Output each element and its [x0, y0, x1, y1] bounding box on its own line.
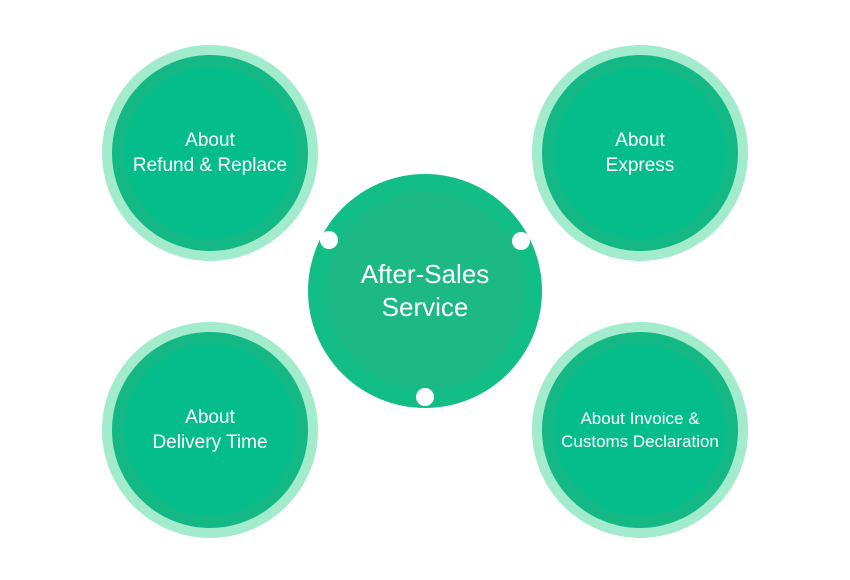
topic-express: About Express [532, 45, 748, 261]
topic-express-label: About Express [605, 130, 675, 176]
hub-after-sales: After-Sales Service [308, 174, 542, 408]
topic-express-core: About Express [554, 67, 726, 239]
connector-dot-bottom [416, 388, 434, 406]
topic-invoice-core: About Invoice & Customs Declaration [554, 344, 726, 516]
topic-delivery-core: About Delivery Time [124, 344, 296, 516]
topic-express-ring: About Express [542, 55, 738, 251]
connector-dot-right [512, 232, 530, 250]
topic-invoice-label: About Invoice & Customs Declaration [561, 409, 719, 451]
topic-delivery-label: About Delivery Time [152, 407, 268, 453]
topic-refund-core: About Refund & Replace [124, 67, 296, 239]
topic-invoice-customs: About Invoice & Customs Declaration [532, 322, 748, 538]
topic-delivery-time: About Delivery Time [102, 322, 318, 538]
hub-core: After-Sales Service [326, 192, 524, 390]
connector-dot-left [320, 231, 338, 249]
topic-refund-ring: About Refund & Replace [112, 55, 308, 251]
hub-label: After-Sales Service [360, 259, 490, 322]
topic-refund-replace: About Refund & Replace [102, 45, 318, 261]
topic-refund-label: About Refund & Replace [132, 130, 288, 176]
topic-invoice-ring: About Invoice & Customs Declaration [542, 332, 738, 528]
topic-delivery-ring: About Delivery Time [112, 332, 308, 528]
